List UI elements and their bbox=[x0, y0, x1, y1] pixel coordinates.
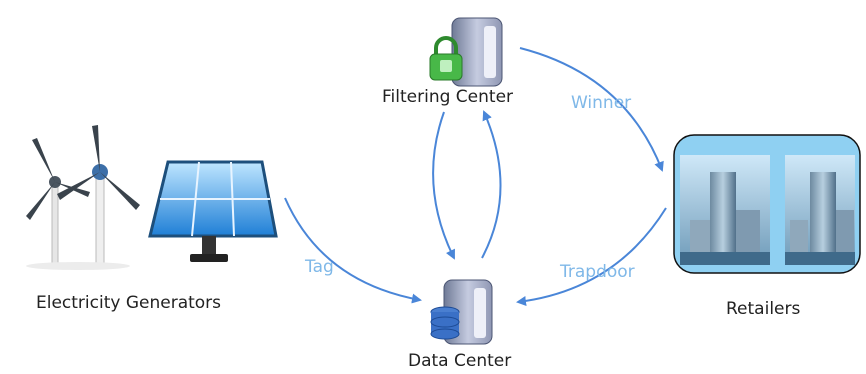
arrow-generators-to-data bbox=[284, 197, 422, 304]
retailers-label: Retailers bbox=[726, 299, 800, 319]
server-lock-icon bbox=[429, 17, 503, 87]
arrows bbox=[284, 47, 667, 306]
generators-label: Electricity Generators bbox=[36, 293, 221, 313]
server-database-icon bbox=[430, 279, 493, 345]
arrow-filtering-to-data bbox=[432, 111, 455, 260]
arrow-data-to-filtering bbox=[481, 110, 502, 259]
building-icon bbox=[785, 155, 855, 265]
arrow-retailers-to-data bbox=[516, 207, 667, 306]
data-center-label: Data Center bbox=[408, 351, 511, 371]
edge-label-winner: Winner bbox=[571, 93, 631, 113]
filtering-center-node: Filtering Center bbox=[382, 17, 513, 107]
edge-label-trapdoor: Trapdoor bbox=[559, 262, 635, 282]
solar-panel-icon bbox=[148, 160, 278, 262]
wind-turbine-icon bbox=[26, 125, 140, 270]
electricity-generators-node: Electricity Generators bbox=[26, 125, 278, 313]
filtering-center-label: Filtering Center bbox=[382, 87, 513, 107]
arrow-filtering-to-retailers bbox=[519, 47, 664, 172]
data-center-node: Data Center bbox=[408, 279, 511, 371]
building-icon bbox=[680, 155, 770, 265]
retailers-node: Retailers bbox=[673, 134, 861, 319]
edge-label-tag: Tag bbox=[304, 257, 334, 277]
